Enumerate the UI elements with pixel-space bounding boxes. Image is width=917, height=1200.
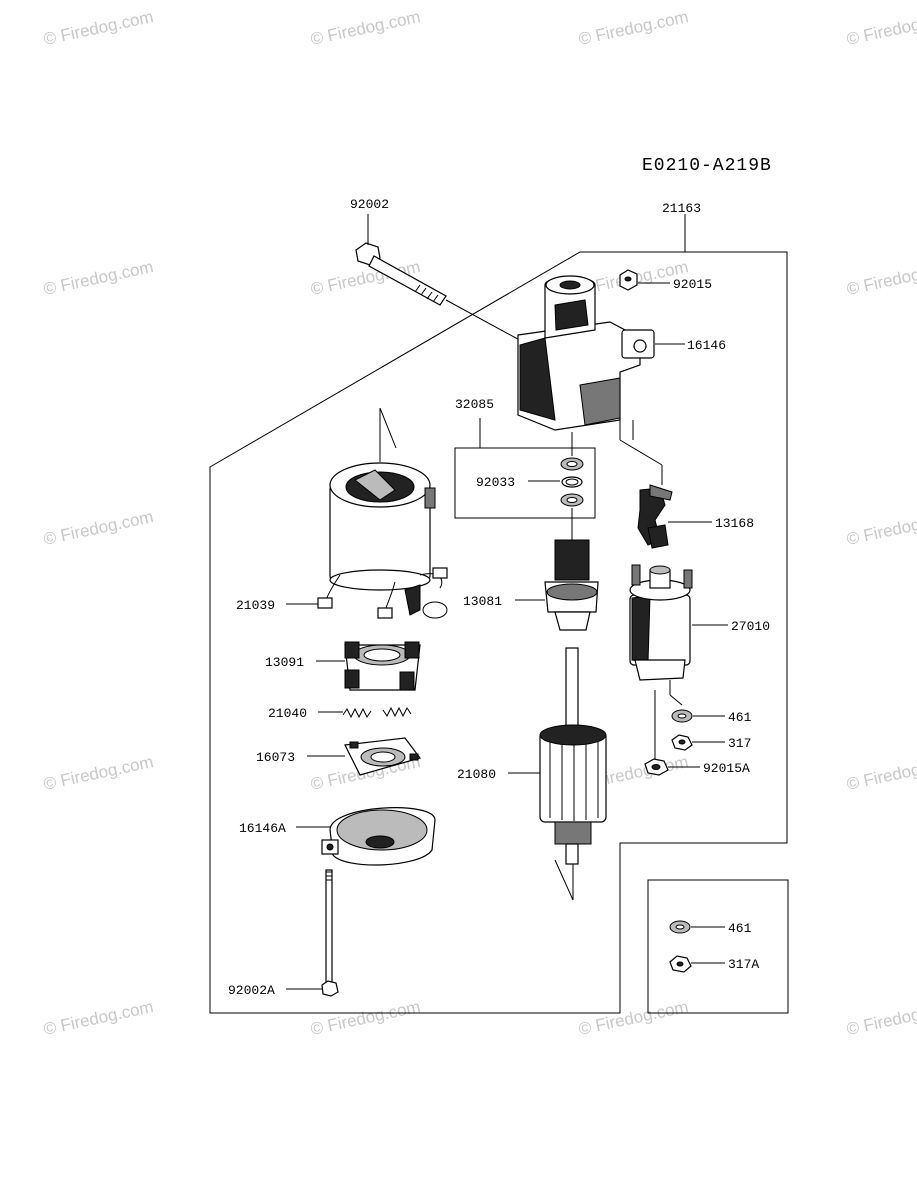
assembly-line [669, 694, 683, 706]
label-92015A: 92015A [703, 761, 750, 776]
yoke-21039 [317, 407, 448, 619]
watermark-layer: © Firedog.com © Firedog.com © Firedog.co… [42, 7, 917, 1039]
assembly-boundary [209, 251, 788, 1014]
label-92002: 92002 [350, 197, 389, 212]
label-13168: 13168 [715, 516, 754, 531]
watermark: © Firedog.com [42, 507, 155, 549]
bolt-92002A [321, 869, 339, 997]
label-21039: 21039 [236, 598, 275, 613]
label-92002A: 92002A [228, 983, 275, 998]
watermark: © Firedog.com [309, 7, 422, 49]
front-housing-16146 [517, 275, 655, 431]
label-16073: 16073 [256, 750, 295, 765]
watermark: © Firedog.com [42, 752, 155, 794]
label-317A: 317A [728, 957, 759, 972]
washers-92033 [560, 457, 584, 507]
watermark: © Firedog.com [309, 997, 422, 1039]
nut-317 [671, 734, 693, 751]
watermark: © Firedog.com [845, 507, 917, 549]
label-32085: 32085 [455, 397, 494, 412]
watermark: © Firedog.com [42, 7, 155, 49]
inset-washer-461 [669, 920, 691, 934]
label-21040: 21040 [268, 706, 307, 721]
label-21080: 21080 [457, 767, 496, 782]
kit-bracket-32085 [454, 447, 596, 519]
inset-nut-317A [669, 955, 692, 973]
solenoid-27010 [629, 564, 693, 681]
watermark: © Firedog.com [845, 752, 917, 794]
watermark: © Firedog.com [845, 7, 917, 49]
label-92015: 92015 [673, 277, 712, 292]
pinion-13081 [544, 539, 599, 631]
nut-92015A [644, 758, 669, 776]
label-inset-461: 461 [728, 921, 752, 936]
watermark: © Firedog.com [845, 257, 917, 299]
label-317: 317 [728, 736, 751, 751]
brush-holder-13091 [344, 641, 421, 691]
label-13081: 13081 [463, 594, 502, 609]
label-27010: 27010 [731, 619, 770, 634]
label-461: 461 [728, 710, 752, 725]
nut-92015 [619, 269, 638, 291]
watermark: © Firedog.com [845, 997, 917, 1039]
inset-box [647, 879, 789, 1014]
springs-21040 [342, 706, 412, 719]
diagram-code: E0210-A219B [642, 156, 772, 176]
watermark: © Firedog.com [577, 997, 690, 1039]
assembly-line [619, 439, 663, 466]
watermark: © Firedog.com [42, 257, 155, 299]
label-92033: 92033 [476, 475, 515, 490]
watermark: © Firedog.com [577, 7, 690, 49]
label-21163: 21163 [662, 201, 701, 216]
label-13091: 13091 [265, 655, 304, 670]
armature-21080 [539, 647, 607, 901]
washer-461 [671, 709, 693, 723]
lever-13168 [637, 484, 673, 549]
label-16146: 16146 [687, 338, 726, 353]
watermark: © Firedog.com [42, 997, 155, 1039]
label-16146A: 16146A [239, 821, 286, 836]
rear-cover-16146A [321, 807, 436, 866]
plate-16073 [344, 737, 422, 776]
